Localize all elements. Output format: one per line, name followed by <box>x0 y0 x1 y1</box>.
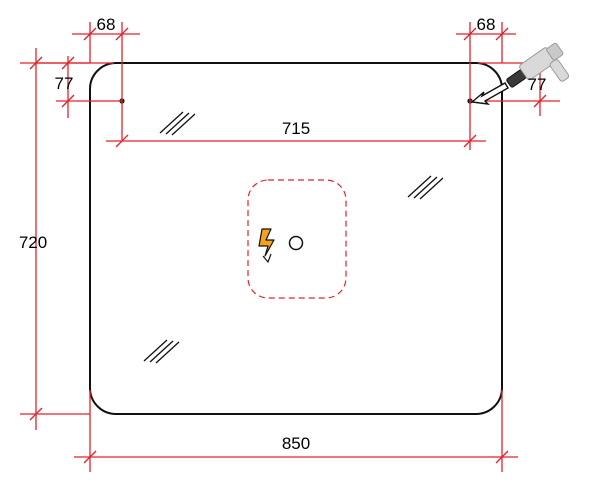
drill-direction-arrow <box>470 82 509 105</box>
dim-top-left-68: 68 <box>97 15 116 34</box>
glass-reflection-icon <box>159 111 196 136</box>
dim-top-right-68: 68 <box>477 15 496 34</box>
dim-height-720: 720 <box>19 233 47 252</box>
dim-hole-spacing-715: 715 <box>282 119 310 138</box>
cable-entry-hole <box>288 235 304 251</box>
dim-width-850: 850 <box>282 434 310 453</box>
drill-icon <box>506 42 570 88</box>
dim-right-77: 77 <box>528 75 547 94</box>
glass-reflection-icon <box>407 175 444 200</box>
glass-reflection-icon <box>143 339 180 364</box>
mirror-outline <box>89 62 503 415</box>
lightning-bolt-icon <box>258 228 275 264</box>
dim-left-77: 77 <box>55 74 74 93</box>
